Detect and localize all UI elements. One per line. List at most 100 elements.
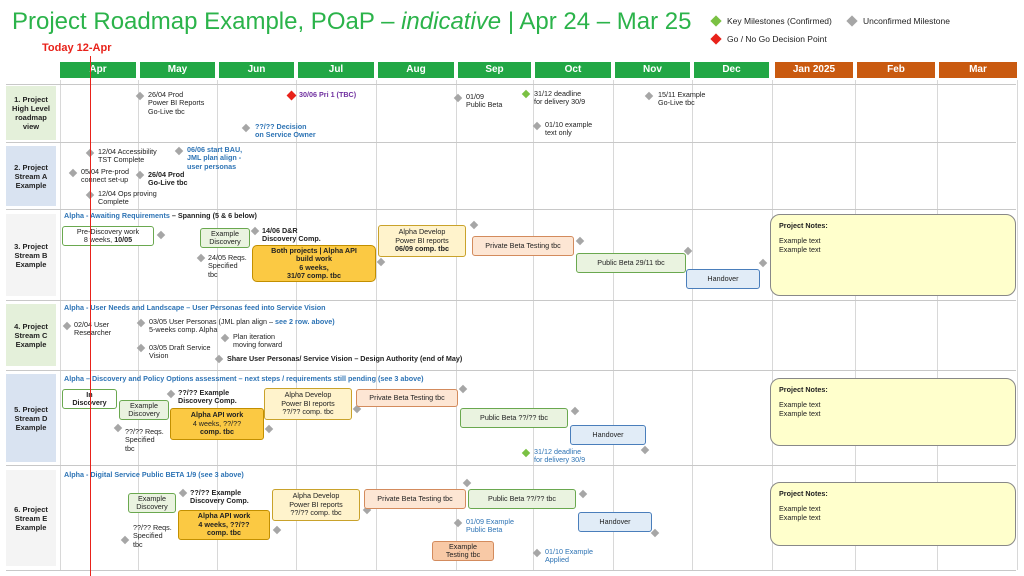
grid-line	[772, 80, 773, 570]
month-jun: Jun	[219, 62, 294, 78]
unconfirmed-milestone-icon	[532, 548, 542, 558]
row-divider	[6, 370, 1016, 371]
unconfirmed-milestone-icon	[220, 333, 230, 343]
unconfirmed-milestone-icon	[174, 146, 184, 156]
month-may: May	[140, 62, 215, 78]
unconfirmed-milestone-icon	[578, 489, 588, 499]
r1-pri1-text: 30/06 Pri 1 (TBC)	[299, 90, 357, 99]
grid-line	[855, 80, 856, 570]
month-feb: Feb	[857, 62, 935, 78]
unconfirmed-milestone-icon	[644, 91, 654, 101]
grid-line	[533, 80, 534, 570]
grid-line	[296, 80, 297, 570]
r6-handover-box: Handover	[578, 512, 652, 532]
row-divider	[6, 570, 1016, 571]
today-label: Today 12-Apr	[42, 42, 112, 54]
page-title: Project Roadmap Example, POaP – indicati…	[12, 8, 692, 35]
grid-line	[613, 80, 614, 570]
unconfirmed-milestone-icon	[376, 257, 386, 267]
r6-example-discovery-box: Example Discovery	[128, 493, 176, 513]
month-jan-2025: Jan 2025	[775, 62, 853, 78]
r6-private-beta-box: Private Beta Testing tbc	[364, 489, 466, 509]
grid-line	[60, 80, 61, 570]
r5-private-beta-box: Private Beta Testing tbc	[356, 389, 458, 407]
r4-personas-text: 03/05 User Personas (JML plan align – se…	[149, 317, 335, 335]
unconfirmed-milestone-icon	[264, 424, 274, 434]
month-nov: Nov	[615, 62, 690, 78]
grey-diamond-icon	[846, 15, 858, 27]
unconfirmed-milestone-icon	[156, 230, 166, 240]
unconfirmed-milestone-icon	[469, 220, 479, 230]
r3-private-beta-box: Private Beta Testing tbc	[472, 236, 574, 256]
grid-line	[217, 80, 218, 570]
row-divider	[6, 142, 1016, 143]
row-label-6: 6. Project Stream E Example	[6, 470, 56, 566]
unconfirmed-milestone-icon	[113, 423, 123, 433]
r5-heading: Alpha – Discovery and Policy Options ass…	[64, 374, 424, 383]
unconfirmed-milestone-icon	[462, 478, 472, 488]
key-milestone-icon	[521, 89, 531, 99]
r3-heading: Alpha - Awaiting Requirements – Spanning…	[64, 211, 257, 220]
unconfirmed-milestone-icon	[250, 226, 260, 236]
unconfirmed-milestone-icon	[120, 535, 130, 545]
row-divider	[6, 465, 1016, 466]
row-label-2: 2. Project Stream A Example	[6, 146, 56, 206]
today-line	[90, 56, 91, 576]
r6-heading: Alpha - Digital Service Public BETA 1/9 …	[64, 470, 244, 479]
unconfirmed-milestone-icon	[62, 321, 72, 331]
key-milestone-icon	[521, 448, 531, 458]
month-oct: Oct	[535, 62, 611, 78]
row-label-4: 4. Project Stream C Example	[6, 304, 56, 366]
r4-heading: Alpha - User Needs and Landscape – User …	[64, 303, 326, 312]
grid-line	[937, 80, 938, 570]
unconfirmed-milestone-icon	[166, 389, 176, 399]
grid-line	[456, 80, 457, 570]
grid-line	[692, 80, 693, 570]
row-divider	[6, 84, 1016, 85]
unconfirmed-milestone-icon	[575, 236, 585, 246]
grid-line	[1017, 80, 1018, 570]
r3-handover-box: Handover	[686, 269, 760, 289]
unconfirmed-milestone-icon	[458, 384, 468, 394]
month-mar: Mar	[939, 62, 1017, 78]
r3-public-beta-box: Public Beta 29/11 tbc	[576, 253, 686, 273]
month-jul: Jul	[298, 62, 374, 78]
r4-share-text: Share User Personas/ Service Vision – De…	[227, 354, 463, 363]
green-diamond-icon	[710, 15, 722, 27]
row-divider	[6, 300, 1016, 301]
row-label-1: 1. Project High Level roadmap view	[6, 86, 56, 140]
row-label-3: 3. Project Stream B Example	[6, 214, 56, 296]
r5-handover-box: Handover	[570, 425, 646, 445]
unconfirmed-milestone-icon	[178, 488, 188, 498]
month-dec: Dec	[694, 62, 769, 78]
grid-line	[376, 80, 377, 570]
unconfirmed-milestone-icon	[68, 168, 78, 178]
legend-gonogo: Go / No Go Decision Point	[710, 33, 827, 45]
